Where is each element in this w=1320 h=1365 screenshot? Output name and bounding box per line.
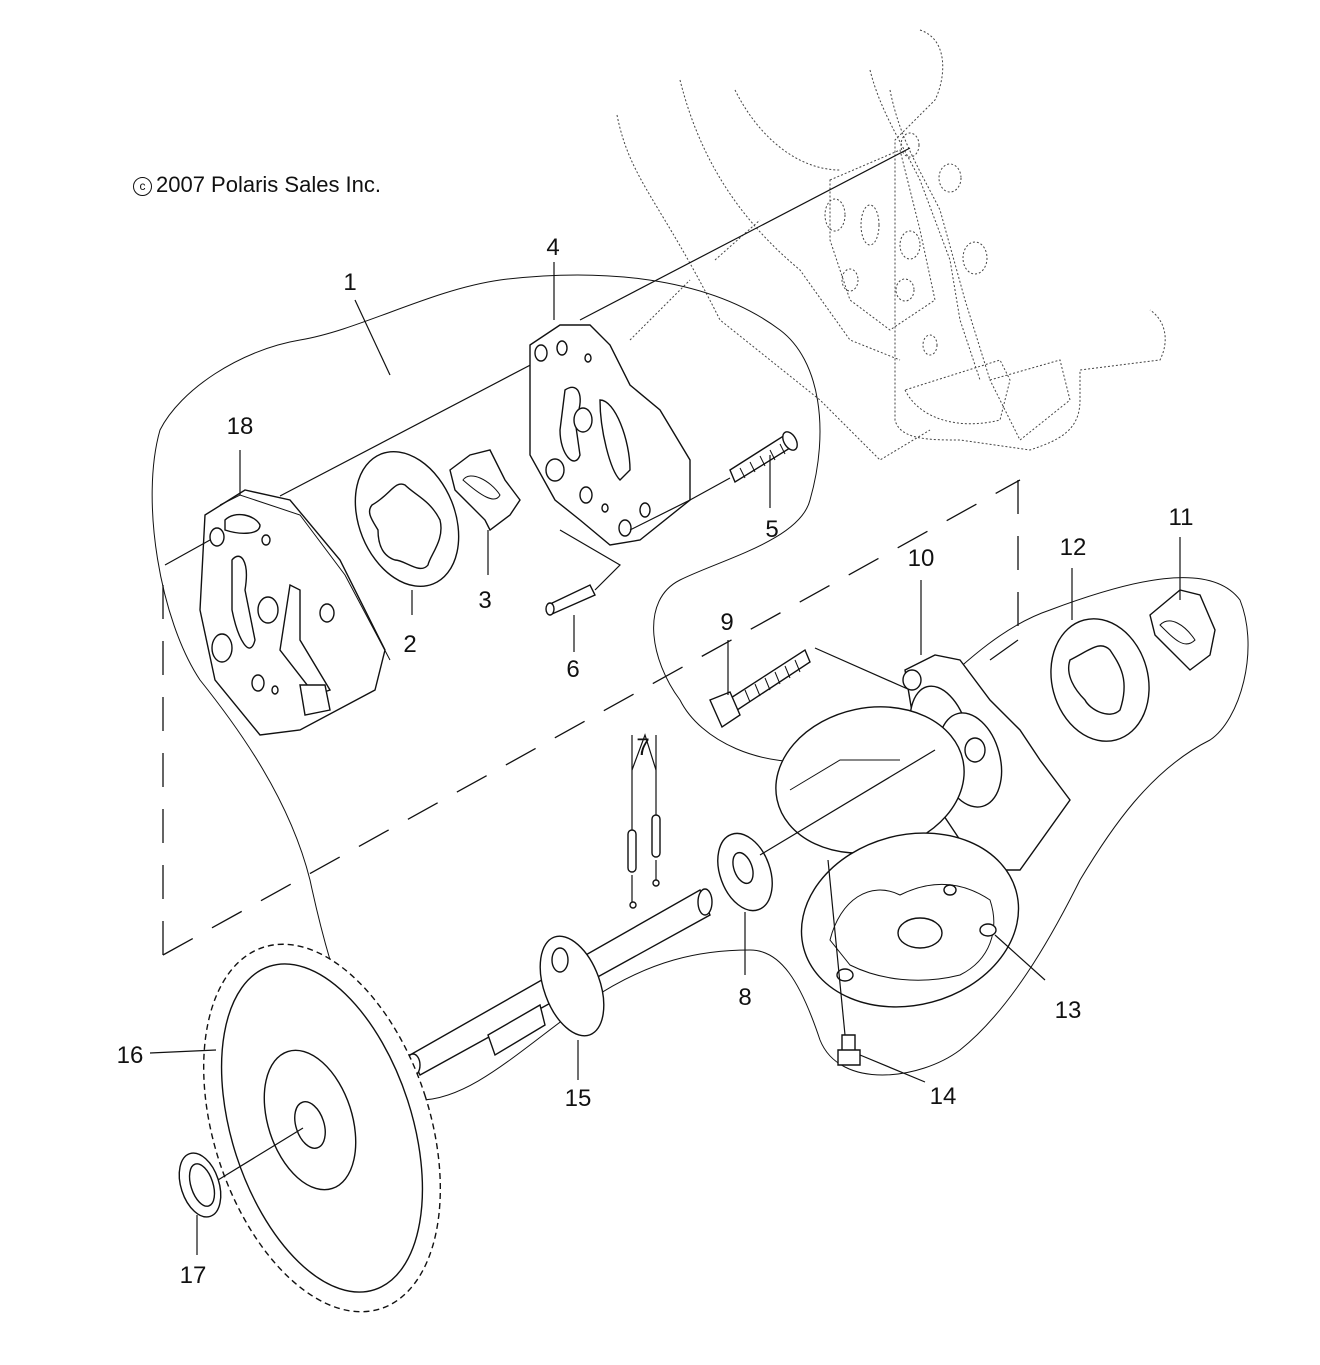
callout-leaders [149,262,1181,1255]
callout-12[interactable]: 12 [1060,534,1087,561]
leader-engine-to-pump [579,147,911,321]
copyright-symbol: c [133,177,152,196]
callout-1[interactable]: 1 [343,269,356,296]
callout-8[interactable]: 8 [738,984,751,1011]
callout-11[interactable]: 11 [1169,504,1194,531]
callout-6[interactable]: 6 [566,656,579,683]
leader-18-dowel [164,539,211,566]
part-7-pins[interactable] [627,814,661,873]
leader-8-axis [759,749,936,856]
part-17-washer[interactable] [172,1148,229,1223]
callout-9[interactable]: 9 [720,609,733,636]
part-9-bolt[interactable] [709,648,811,729]
callout-17[interactable]: 17 [180,1262,207,1289]
part-6-pin[interactable] [545,584,596,616]
callout-10[interactable]: 10 [908,545,935,572]
leader-bolt-axis [689,477,731,501]
callout-13[interactable]: 13 [1055,997,1082,1024]
leader-18-to-4 [279,359,541,497]
callout-4[interactable]: 4 [546,234,559,261]
part-14-screw[interactable] [837,1034,861,1066]
leader-10-dash [989,639,1019,661]
alignment-dashes [162,479,1021,956]
callout-15[interactable]: 15 [565,1085,592,1112]
part-2-outer-rotor[interactable] [336,436,477,602]
part-11-inner-rotor[interactable] [1149,589,1216,671]
leader-16-axis [217,1127,304,1181]
part-8-washer[interactable] [708,826,782,918]
leader-14 [859,1054,926,1083]
callout-3[interactable]: 3 [478,587,491,614]
callout-7[interactable]: 7 [636,734,649,761]
part-12-outer-rotor[interactable] [1038,608,1163,753]
part-16-gear[interactable] [161,914,484,1342]
copyright-text: 2007 Polaris Sales Inc. [156,172,382,197]
callout-14[interactable]: 14 [930,1083,957,1110]
leader-6-guide [559,529,621,591]
leader-13 [994,934,1046,981]
leader-9-to-10 [814,647,911,691]
part-3-inner-rotor[interactable] [449,449,521,532]
callout-5[interactable]: 5 [765,516,778,543]
part-13-cover[interactable] [782,809,1039,1030]
callout-16[interactable]: 16 [117,1042,144,1069]
callout-labels: 1 2 3 4 5 6 7 8 9 10 11 12 13 14 15 16 1… [117,234,1194,1289]
part-4-pump-body[interactable] [529,324,691,546]
engine-case-ghost [616,29,1166,461]
callout-18[interactable]: 18 [227,413,254,440]
part-18-pump-plate[interactable] [199,489,391,736]
callout-2[interactable]: 2 [403,631,416,658]
leader-4-to-5 [629,499,691,531]
leader-14-axis [827,859,846,1036]
part-5-bolt[interactable] [729,429,800,484]
part-15-shaft[interactable] [405,879,713,1077]
